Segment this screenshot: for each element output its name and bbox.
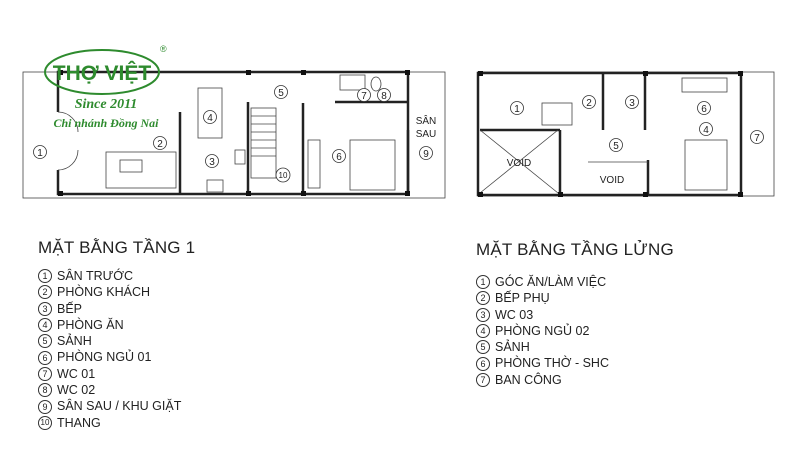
svg-text:2: 2: [157, 139, 163, 150]
svg-text:®: ®: [160, 44, 167, 54]
room-number-6: 6: [332, 149, 346, 163]
room-number-4: 4: [203, 110, 217, 124]
void-label-2: VOID: [600, 175, 624, 186]
tho-viet-logo: THỢ VIỆT ® Since 2011 Chi nhánh Đồng Nai: [44, 44, 167, 130]
svg-text:6: 6: [336, 152, 342, 163]
svg-text:1: 1: [514, 104, 520, 115]
room-number-8: 8: [377, 88, 391, 102]
svg-text:9: 9: [423, 149, 429, 160]
legend-title: MẶT BẰNG TẦNG LỬNG: [476, 240, 674, 259]
room-number-1: 1: [510, 101, 524, 115]
room-number-5: 5: [609, 138, 623, 152]
svg-text:1: 1: [37, 148, 43, 159]
svg-text:8: 8: [381, 91, 387, 102]
plan-mezzanine: VOID VOID 1 2 3 4 5 6 7: [476, 71, 775, 197]
room-number-9: 9: [419, 146, 433, 160]
svg-text:7: 7: [361, 91, 367, 102]
san-sau-label: SÂN: [416, 114, 437, 127]
room-number-10: 10: [275, 167, 291, 183]
svg-text:5: 5: [278, 88, 284, 99]
room-number-1: 1: [33, 145, 47, 159]
svg-text:5: 5: [613, 141, 619, 152]
svg-text:Chi nhánh Đồng Nai: Chi nhánh Đồng Nai: [53, 116, 159, 130]
room-number-7: 7: [750, 130, 764, 144]
svg-text:4: 4: [207, 113, 213, 124]
svg-text:4: 4: [703, 125, 709, 136]
plan-ground-floor: 1 2 3 4 5 6 7 8 9 10 SÂN SAU: [22, 70, 446, 199]
svg-text:2: 2: [586, 98, 592, 109]
san-sau-label-2: SAU: [416, 129, 437, 140]
room-number-2: 2: [153, 136, 167, 150]
legend-title: MẶT BẰNG TẦNG 1: [38, 238, 196, 257]
room-number-3: 3: [625, 95, 639, 109]
room-number-3: 3: [205, 154, 219, 168]
svg-text:Since 2011: Since 2011: [75, 97, 138, 112]
svg-text:3: 3: [209, 157, 215, 168]
svg-text:THỢ VIỆT: THỢ VIỆT: [53, 61, 152, 85]
svg-text:3: 3: [629, 98, 635, 109]
svg-text:10: 10: [279, 171, 288, 180]
room-number-6: 6: [697, 101, 711, 115]
svg-text:6: 6: [701, 104, 707, 115]
room-number-7: 7: [357, 88, 371, 102]
room-number-4: 4: [699, 122, 713, 136]
void-label: VOID: [507, 158, 531, 169]
svg-text:7: 7: [754, 133, 760, 144]
room-number-5: 5: [274, 85, 288, 99]
room-number-2: 2: [582, 95, 596, 109]
